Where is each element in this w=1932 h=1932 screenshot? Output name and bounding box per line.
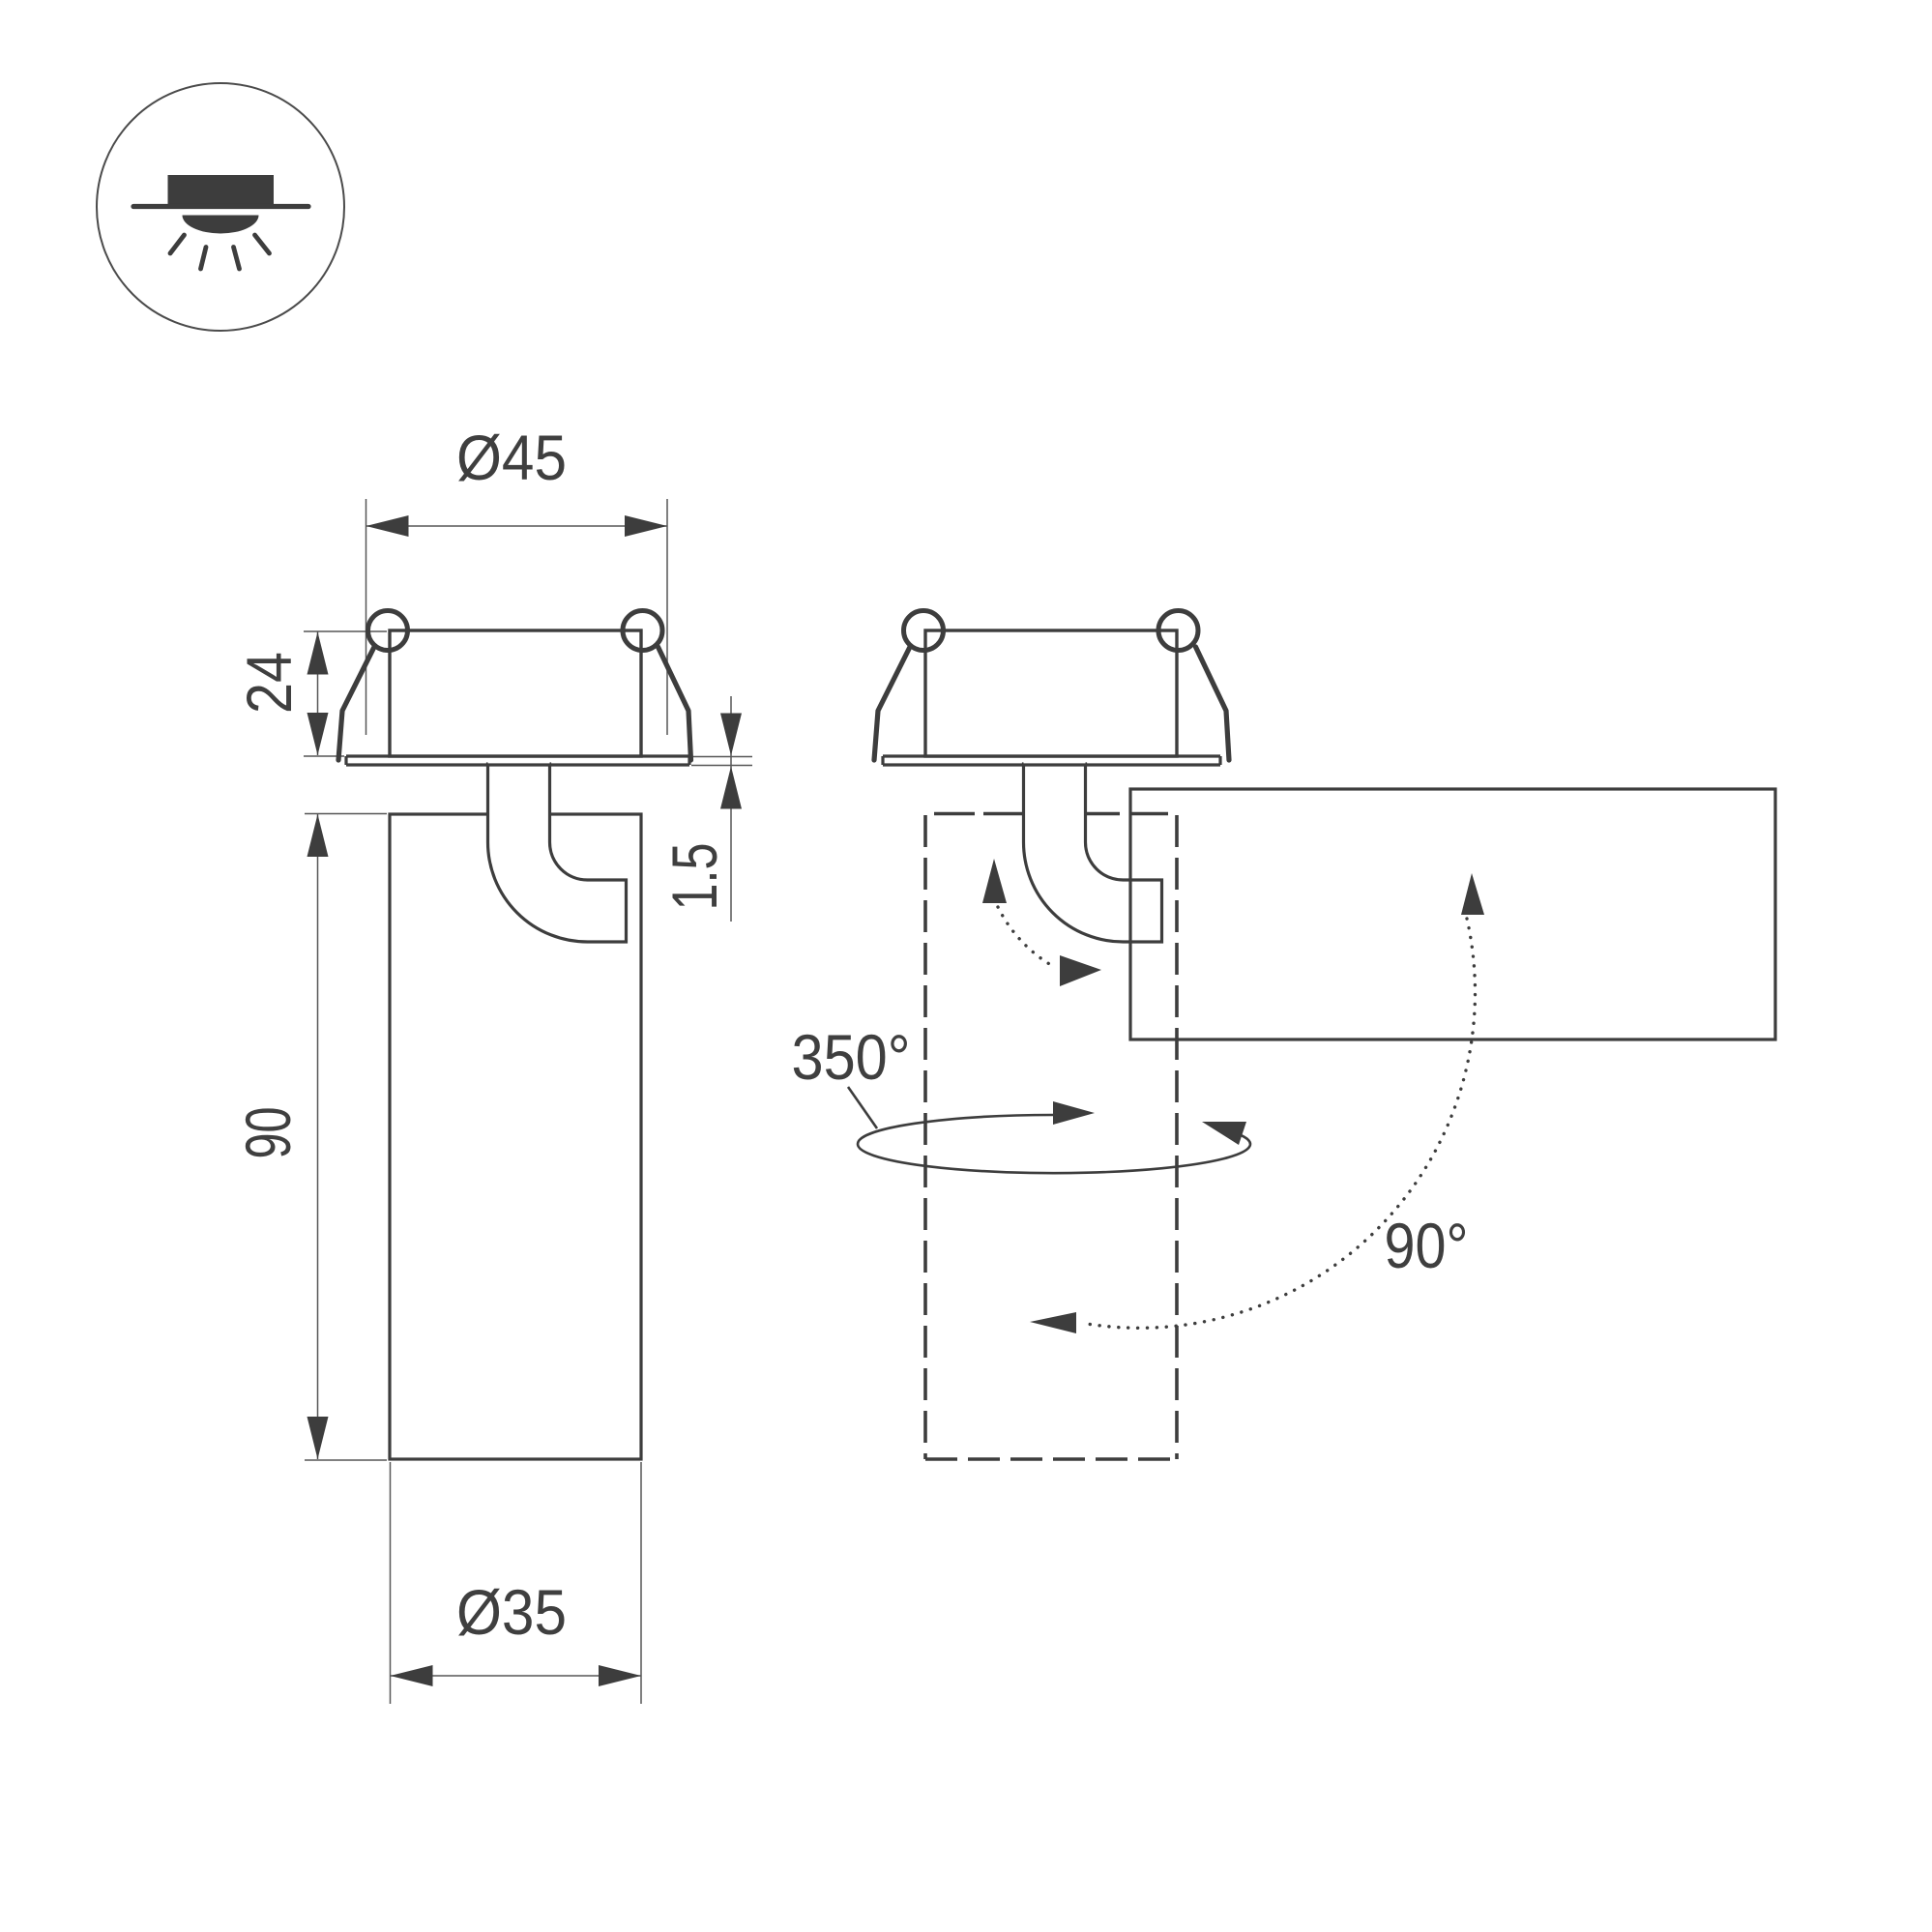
svg-text:1.5: 1.5 — [659, 843, 730, 911]
svg-text:350°: 350° — [792, 1021, 911, 1093]
svg-text:Ø45: Ø45 — [456, 422, 567, 493]
svg-text:90°: 90° — [1385, 1210, 1469, 1281]
svg-text:Ø35: Ø35 — [456, 1576, 567, 1648]
svg-text:24: 24 — [233, 652, 305, 714]
svg-text:90: 90 — [232, 1107, 304, 1159]
